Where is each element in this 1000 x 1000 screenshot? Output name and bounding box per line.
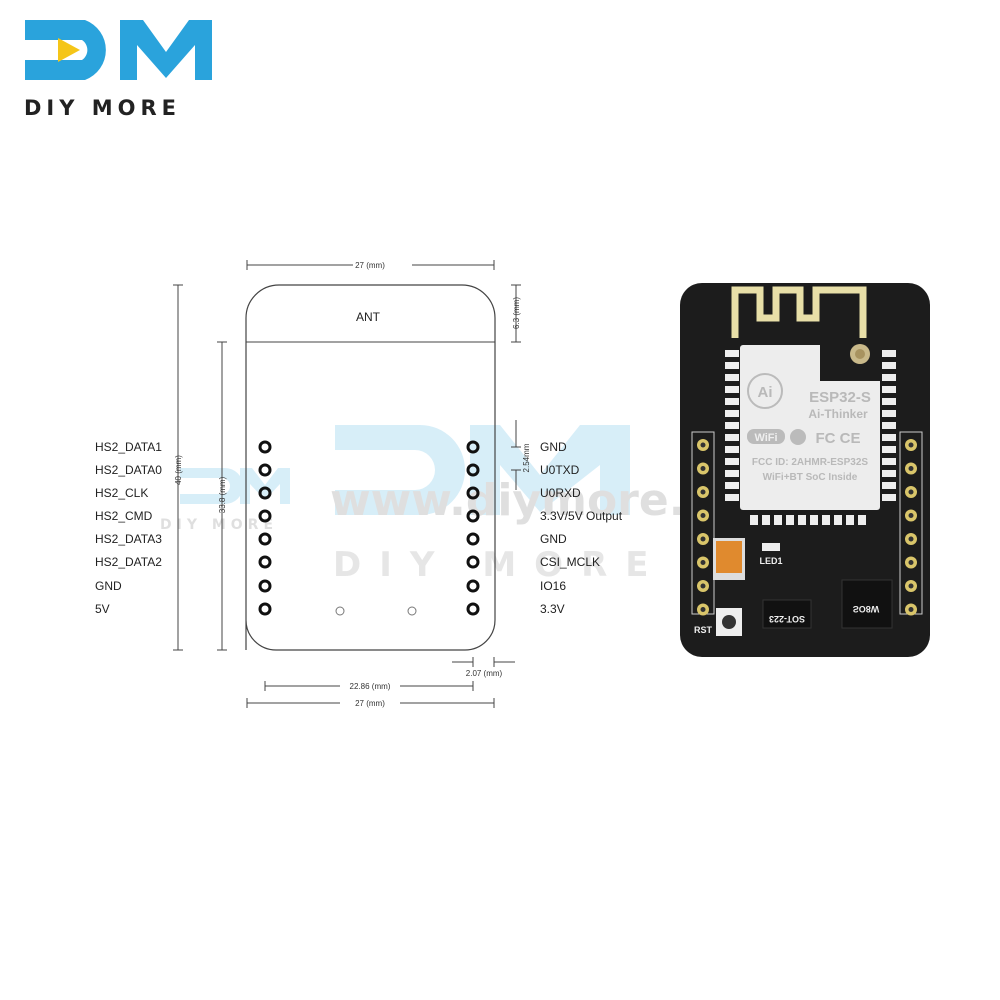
dim-antenna-height: 6.3 (mm): [512, 297, 521, 329]
module-name: ESP32-S: [809, 389, 871, 406]
left-pin-label: HS2_CMD: [95, 509, 153, 523]
dim-pin-span: 22.86 (mm): [350, 682, 391, 691]
pin-hole-left: [258, 602, 272, 616]
reset-button: [722, 615, 736, 629]
watermark: www.diymore.cc DIY MORE DIY MORE: [160, 425, 738, 585]
pin-hole-right: [466, 579, 480, 593]
antenna-label: ANT: [356, 310, 381, 324]
pin-hole-left: [258, 555, 272, 569]
pin-hole-right: [466, 555, 480, 569]
pin-hole-left: [258, 509, 272, 523]
logo-text: DIY MORE: [24, 96, 181, 120]
pin-hole-right: [466, 463, 480, 477]
dim-pitch: 2.54mm: [522, 443, 531, 472]
pin-hole-left: [258, 532, 272, 546]
left-pin-label: HS2_DATA3: [95, 532, 162, 546]
right-pin-label: IO16: [540, 579, 566, 593]
left-pin-label: HS2_DATA1: [95, 440, 162, 454]
tantalum-capacitor: [716, 541, 742, 573]
module-maker: Ai-Thinker: [808, 407, 868, 421]
regulator-label: SOT-223: [769, 614, 805, 624]
board-outline: [245, 284, 496, 651]
pin-hole-right: [466, 602, 480, 616]
cert-marks: FC CE: [816, 430, 861, 447]
module-castellations: [725, 350, 896, 525]
ai-logo: Ai: [758, 384, 773, 401]
pin-hole-right: [466, 486, 480, 500]
left-pin-label: HS2_DATA0: [95, 463, 162, 477]
pin-hole-left: [258, 579, 272, 593]
bluetooth-icon: [790, 429, 806, 445]
right-pin-label: U0TXD: [540, 463, 580, 477]
right-pin-label: 3.3V: [540, 602, 565, 616]
watermark-brand-small: DIY MORE: [160, 517, 278, 533]
watermark-brand: DIY MORE: [333, 545, 666, 585]
flash-chip-label: SO8W: [853, 604, 880, 614]
pin-hole-right: [466, 532, 480, 546]
right-pin-label: GND: [540, 440, 567, 454]
right-pin-label: CSI_MCLK: [540, 555, 600, 569]
right-pin-label: 3.3V/5V Output: [540, 509, 623, 523]
pin-hole-left: [258, 486, 272, 500]
pin-hole-left: [258, 463, 272, 477]
pin-hole-right: [466, 509, 480, 523]
right-pin-label: U0RXD: [540, 486, 581, 500]
dimension-drawing: [173, 260, 521, 708]
fcc-id: FCC ID: 2AHMR-ESP32S: [752, 457, 868, 468]
watermark-url: www.diymore.cc: [330, 475, 738, 526]
pin-hole-right: [466, 440, 480, 454]
pin-hole-left: [258, 440, 272, 454]
wifi-logo: WiFi: [754, 432, 777, 444]
board-photo: Ai ESP32-S Ai-Thinker WiFi FC CE FCC ID:…: [680, 283, 930, 657]
right-pin-label: GND: [540, 532, 567, 546]
brand-logo: DIY MORE: [24, 20, 212, 120]
dim-edge-offset: 2.07 (mm): [466, 669, 503, 678]
left-pin-label: HS2_DATA2: [95, 555, 162, 569]
dim-total-height: 40 (mm): [174, 455, 183, 485]
module-tagline: WiFi+BT SoC Inside: [763, 472, 858, 483]
left-pin-label: 5V: [95, 602, 110, 616]
dim-body-height: 33.8 (mm): [218, 476, 227, 513]
rst-label: RST: [694, 625, 713, 635]
left-pin-label: GND: [95, 579, 122, 593]
led-label: LED1: [759, 556, 782, 566]
dim-top-width: 27 (mm): [355, 261, 385, 270]
left-pin-label: HS2_CLK: [95, 486, 148, 500]
dim-bottom-width: 27 (mm): [355, 699, 385, 708]
